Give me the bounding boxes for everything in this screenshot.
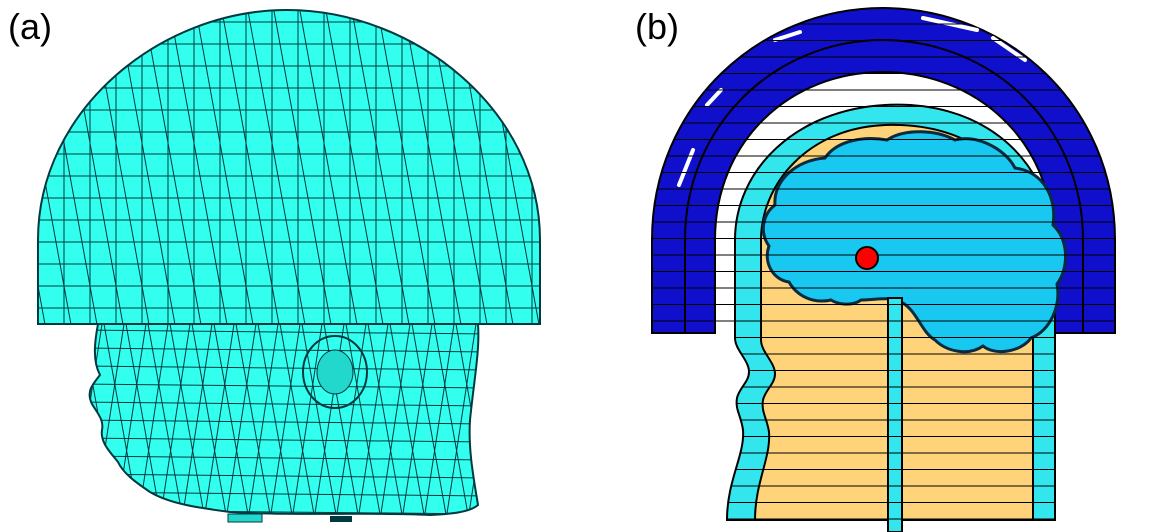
ear-mesh: [302, 335, 368, 409]
target-point: [855, 246, 879, 270]
panel-b-cross-section: (b): [575, 0, 1150, 532]
panel-a-mesh-model: (a): [8, 6, 541, 523]
panel-a-label: (a): [8, 6, 52, 47]
helmet-dome-mesh: [37, 8, 541, 325]
spinal-cord: [887, 297, 903, 532]
brain-region: [761, 130, 1068, 354]
cross-section-illustration: [651, 6, 1116, 532]
head-mesh: [88, 323, 480, 523]
mesh-head-illustration: [37, 8, 541, 523]
panel-b-label: (b): [635, 6, 679, 47]
